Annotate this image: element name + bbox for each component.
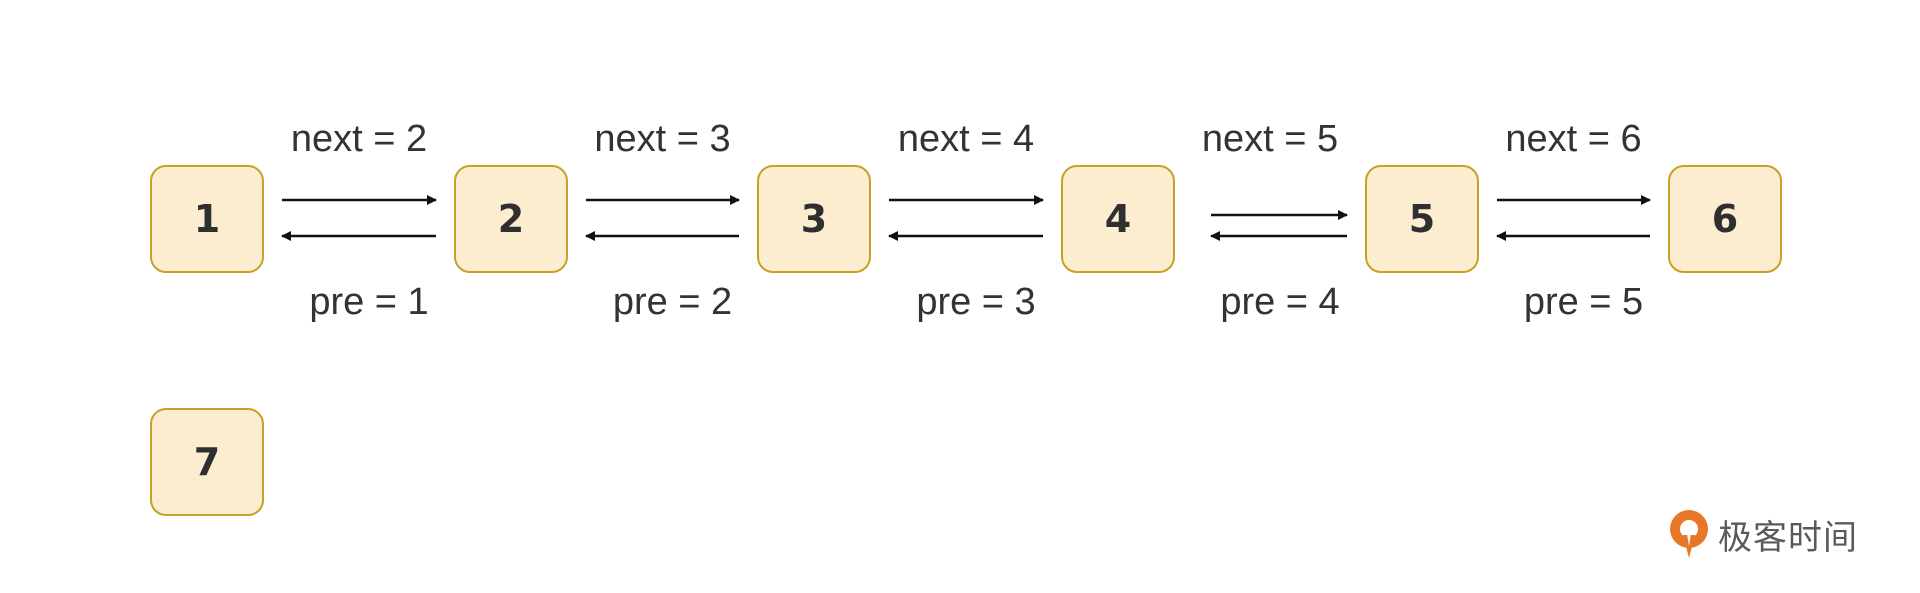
node-5: 5: [1365, 165, 1479, 273]
jikeshijian-logo-icon: [1670, 510, 1708, 558]
pre-label-1: pre = 1: [309, 281, 429, 323]
node-6: 6: [1668, 165, 1782, 273]
node-7: 7: [150, 408, 264, 516]
next-label-4: next = 5: [1201, 118, 1339, 160]
node-1: 1: [150, 165, 264, 273]
node-4: 4: [1061, 165, 1175, 273]
pre-label-4: pre = 4: [1220, 281, 1340, 323]
pre-label-2: pre = 2: [612, 281, 733, 323]
pre-label-3: pre = 3: [916, 281, 1036, 323]
node-2: 2: [454, 165, 568, 273]
next-label-1: next = 2: [290, 118, 428, 160]
brand-watermark: 极客时间: [1666, 506, 1858, 562]
node-3: 3: [757, 165, 871, 273]
next-label-5: next = 6: [1505, 118, 1642, 160]
brand-text: 极客时间: [1718, 517, 1858, 558]
pre-label-5: pre = 5: [1523, 281, 1644, 323]
next-label-3: next = 4: [897, 118, 1035, 160]
next-label-2: next = 3: [594, 118, 731, 160]
